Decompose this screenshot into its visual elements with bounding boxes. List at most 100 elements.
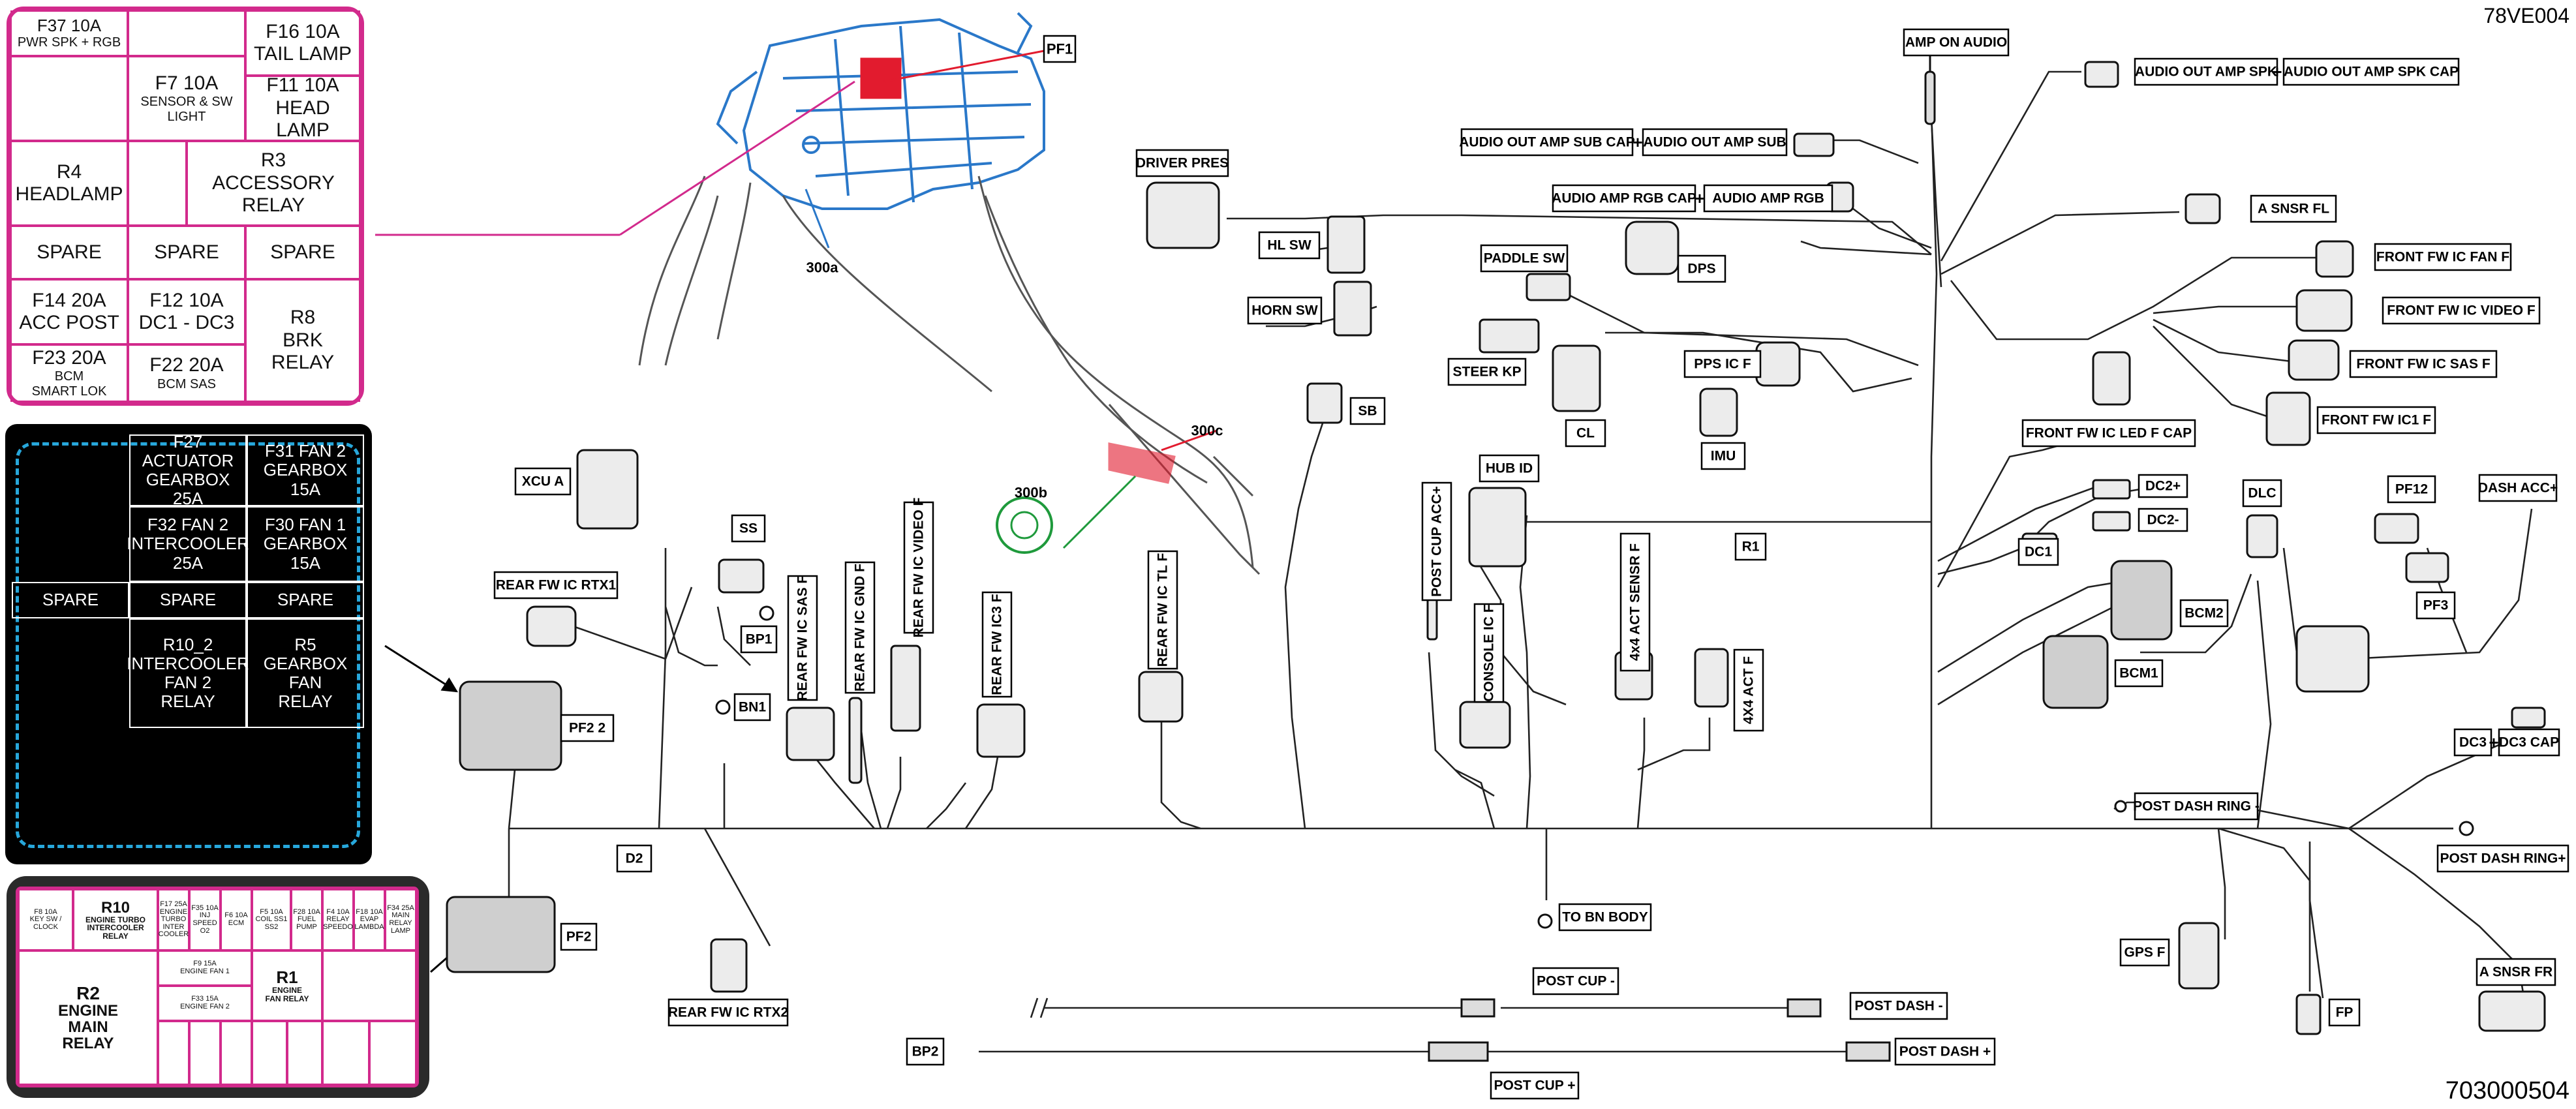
connector [1755, 341, 1801, 387]
connector [1699, 387, 1738, 437]
label-paddle-sw: PADDLE SW [1480, 244, 1569, 273]
label-bp1: BP1 [740, 625, 778, 654]
ring-terminal [1537, 913, 1553, 929]
svg-text:AUDIO OUT AMP SUB: AUDIO OUT AMP SUB [1643, 135, 1786, 150]
label-console-ic-f: CONSOLE IC F [1473, 603, 1505, 703]
fuse-cell-empty [128, 141, 187, 226]
connector [710, 938, 748, 993]
label-post-cup: POST CUP - [1532, 967, 1619, 995]
ring-terminal [2114, 800, 2127, 813]
label-post-cup-acc: POST CUP ACC+ [1421, 481, 1452, 601]
svg-text:TO BN BODY: TO BN BODY [1562, 910, 1648, 925]
connector [2478, 990, 2546, 1032]
connector [890, 645, 921, 732]
svg-text:AUDIO OUT AMP SPK: AUDIO OUT AMP SPK [2135, 65, 2277, 80]
svg-text:PF2 2: PF2 2 [569, 721, 606, 736]
svg-text:BP1: BP1 [746, 632, 773, 647]
connector [1793, 132, 1835, 157]
label-xcu-a: XCU A [514, 467, 572, 496]
label-audio-out-amp-sub: AUDIO OUT AMP SUB [1642, 128, 1788, 157]
svg-text:REAR FW IC RTX2: REAR FW IC RTX2 [668, 1005, 788, 1020]
connector [1333, 281, 1372, 337]
label-plus: + [1694, 189, 1704, 208]
svg-text:DLC: DLC [2248, 486, 2276, 501]
svg-text:300b: 300b [1015, 485, 1047, 501]
label-front-fw-ic-video-f: FRONT FW IC VIDEO F [2382, 296, 2541, 325]
label-r1: R1 [1734, 532, 1767, 561]
connector [2042, 635, 2109, 709]
fuse-cell-empty [10, 56, 128, 141]
label-front-fw-ic-fan-f: FRONT FW IC FAN F [2374, 243, 2512, 271]
fuse-cell-empty [322, 1021, 369, 1085]
label-front-fw-ic-led-f-cap: FRONT FW IC LED F CAP [2021, 419, 2196, 448]
connector [459, 680, 562, 771]
connector [2511, 706, 2546, 729]
connector [2405, 552, 2449, 583]
svg-text:POST CUP ACC+: POST CUP ACC+ [1430, 486, 1445, 597]
label-rear-fw-ic-sas-f: REAR FW IC SAS F [787, 575, 818, 701]
svg-text:DASH ACC+: DASH ACC+ [2478, 481, 2558, 496]
ring-terminal [759, 605, 774, 621]
label-pf12: PF12 [2387, 475, 2436, 504]
svg-text:POST DASH RING+: POST DASH RING+ [2440, 851, 2566, 866]
fuse-cell-empty [189, 1021, 221, 1085]
svg-text:HUB ID: HUB ID [1486, 461, 1533, 476]
connector [718, 558, 765, 594]
connector [1694, 648, 1729, 708]
svg-text:PADDLE SW: PADDLE SW [1484, 251, 1565, 266]
svg-text:FRONT FW IC SAS F: FRONT FW IC SAS F [2356, 357, 2490, 372]
label-dash-acc: DASH ACC+ [2478, 474, 2558, 502]
connector [1146, 181, 1220, 249]
svg-text:FRONT FW IC LED F CAP: FRONT FW IC LED F CAP [2026, 426, 2192, 441]
label-pf3: PF3 [2415, 591, 2456, 620]
ring-terminal [2459, 821, 2474, 836]
connector [1468, 487, 1527, 568]
svg-text:R1: R1 [1742, 539, 1760, 554]
svg-text:CONSOLE IC F: CONSOLE IC F [1482, 604, 1497, 702]
svg-text:PF3: PF3 [2423, 598, 2449, 613]
svg-text:FRONT FW IC1 F: FRONT FW IC1 F [2322, 413, 2431, 428]
svg-text:POST CUP -: POST CUP - [1537, 974, 1615, 989]
label-audio-amp-rgb-cap: AUDIO AMP RGB CAP [1552, 184, 1696, 213]
fuse-cell-empty [128, 10, 245, 56]
label-dc3-cap: DC3 CAP [2498, 728, 2560, 757]
connector [2084, 61, 2119, 88]
connector [2315, 240, 2354, 278]
post-terminal [1460, 998, 1495, 1018]
svg-text:DPS: DPS [1687, 262, 1715, 277]
connector [1306, 382, 1343, 424]
svg-text:FRONT FW IC FAN F: FRONT FW IC FAN F [2376, 250, 2509, 265]
svg-text:DC3 CAP: DC3 CAP [2499, 735, 2559, 750]
svg-text:REAR FW IC TL F: REAR FW IC TL F [1156, 553, 1171, 667]
label-cl: CL [1565, 419, 1606, 448]
svg-text:BP2: BP2 [912, 1044, 939, 1059]
svg-text:+: + [2489, 733, 2498, 752]
post-terminal [1428, 1041, 1489, 1062]
label-dlc: DLC [2242, 479, 2282, 508]
svg-text:REAR FW IC GND F: REAR FW IC GND F [853, 564, 868, 691]
label-bcm1: BCM1 [2114, 659, 2164, 688]
fuse-cell-empty [287, 1021, 322, 1085]
label-rear-fw-ic-rtx1: REAR FW IC RTX1 [493, 571, 619, 600]
svg-text:FRONT FW IC VIDEO F: FRONT FW IC VIDEO F [2387, 303, 2536, 318]
